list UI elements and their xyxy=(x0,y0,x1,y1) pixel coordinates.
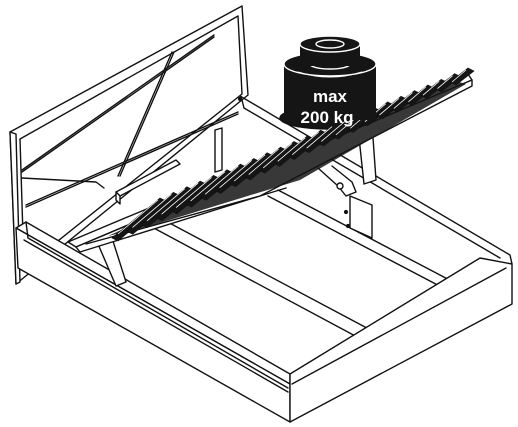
slats xyxy=(108,67,475,242)
slat-gap xyxy=(262,143,293,169)
slat-gap xyxy=(408,86,427,103)
slat-gap xyxy=(451,69,467,83)
slat-gap xyxy=(437,75,453,89)
slat-gap xyxy=(190,171,226,202)
slat-gap xyxy=(306,126,333,149)
slat-gap xyxy=(117,199,159,235)
slat-gap xyxy=(175,177,212,208)
slat-gap xyxy=(248,148,279,175)
slat-gap xyxy=(132,194,172,228)
slat xyxy=(449,67,475,86)
slat-gap xyxy=(219,160,252,189)
slat-gap xyxy=(277,137,306,162)
slat-gap xyxy=(146,188,186,222)
slat-gap xyxy=(161,182,199,215)
weight-badge: max 200 kg xyxy=(283,35,377,127)
frame-front-rail xyxy=(15,221,513,423)
lift-mechanism-left xyxy=(97,159,181,287)
slat-gap xyxy=(393,92,413,109)
headboard xyxy=(9,5,249,285)
slat-gap xyxy=(422,81,440,96)
weight-limit-label-value: 200 kg xyxy=(301,108,354,127)
weight-limit-label-max: max xyxy=(313,87,348,106)
slat-gap xyxy=(379,97,400,116)
slat-gap xyxy=(321,120,346,142)
slat-gap xyxy=(292,131,319,156)
slat-gap xyxy=(233,154,266,182)
slat-gap xyxy=(204,165,239,195)
